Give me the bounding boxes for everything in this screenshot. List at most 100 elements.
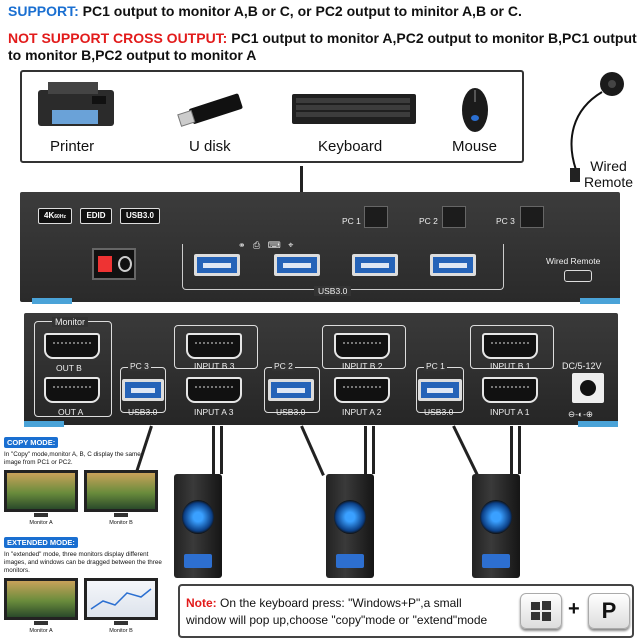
- ext-monitor-b: [84, 578, 158, 620]
- remote-port[interactable]: [564, 270, 592, 282]
- pc2-tower: [326, 474, 374, 578]
- devices-box: Printer U disk Keyboard Mouse: [20, 70, 524, 163]
- ext-monitor-a: [4, 578, 78, 620]
- rear-pc1-label: PC 1: [424, 361, 447, 371]
- pc3-usb-port[interactable]: [122, 379, 164, 401]
- cable-pc1-usb: [452, 425, 479, 476]
- p-key: P: [588, 593, 630, 629]
- copy-monitor-b-label: Monitor B: [109, 520, 133, 526]
- remote-port-label: Wired Remote: [546, 256, 601, 266]
- dc-port[interactable]: [572, 373, 604, 403]
- ext-monitor-a-label: Monitor A: [29, 628, 53, 634]
- badge-4k: 4K60Hz: [38, 208, 72, 224]
- printer-icon: [38, 82, 114, 126]
- wired-remote-icon: [570, 72, 624, 182]
- kvm-rear-panel: Monitor OUT B OUT A PC 3 USB3.0 INPUT B …: [24, 313, 618, 427]
- note-box: Note: On the keyboard press: "Windows+P"…: [178, 584, 634, 638]
- ext-monitor-b-stand: [114, 621, 128, 625]
- rear-foot-left: [24, 421, 64, 427]
- copy-monitor-a: [4, 470, 78, 512]
- kvm-front-panel: 4K60Hz EDID USB3.0 PC 1 PC 2 PC 3 ⚭ ⎙ ⌨ …: [20, 192, 620, 304]
- input-a1-label: INPUT A 1: [490, 407, 530, 417]
- pc3-label: PC 3: [496, 216, 515, 226]
- dc-label: DC/5-12V: [562, 361, 602, 371]
- copy-monitor-b: [84, 470, 158, 512]
- rear-pc3-label: PC 3: [128, 361, 151, 371]
- out-b-port[interactable]: [44, 333, 100, 359]
- power-off-icon: [118, 256, 132, 272]
- printer-label: Printer: [50, 138, 95, 155]
- not-support-text: PC1 output to monitor A,PC2 output to mo…: [8, 30, 637, 63]
- support-text: PC1 output to monitor A,B or C, or PC2 o…: [78, 3, 522, 19]
- foot-right: [580, 298, 620, 304]
- support-label: SUPPORT:: [8, 3, 79, 19]
- input-a3-label: INPUT A 3: [194, 407, 234, 417]
- extended-mode-heading: EXTENDED MODE:: [4, 537, 78, 548]
- ext-chart-icon: [90, 588, 152, 610]
- pc3-button[interactable]: [520, 206, 544, 228]
- cable-pc1-hdmi-a: [518, 426, 521, 474]
- copy-mode-heading: COPY MODE:: [4, 437, 59, 448]
- note-text: Note: On the keyboard press: "Windows+P"…: [186, 595, 487, 629]
- not-support-line: NOT SUPPORT CROSS OUTPUT: PC1 output to …: [8, 30, 638, 64]
- pc1-usb-label: USB3.0: [424, 407, 454, 417]
- pc3-usb-label: USB3.0: [128, 407, 158, 417]
- extended-mode-text: In "extended" mode, three monitors displ…: [4, 551, 162, 574]
- dc-jack-icon: [580, 380, 596, 396]
- note-line1: On the keyboard press: "Windows+P",a sma…: [216, 596, 462, 610]
- front-usb-2[interactable]: [274, 254, 320, 276]
- plus-sign: +: [568, 598, 580, 620]
- copy-monitor-a-stand: [34, 513, 48, 517]
- badge-usb: USB3.0: [120, 208, 160, 224]
- mouse-label: Mouse: [452, 138, 498, 155]
- monitor-label: Monitor: [52, 317, 89, 327]
- windows-logo-icon: [531, 601, 551, 621]
- badge-60hz-text: 60Hz: [54, 214, 66, 220]
- input-a3-port[interactable]: [186, 377, 242, 403]
- cable-pc3-hdmi-a: [220, 426, 223, 474]
- input-a2-port[interactable]: [334, 377, 390, 403]
- input-b1-bracket: [470, 325, 554, 369]
- out-a-port[interactable]: [44, 377, 100, 403]
- pc2-button[interactable]: [442, 206, 466, 228]
- cable-pc3-hdmi-b: [212, 426, 215, 474]
- input-a2-label: INPUT A 2: [342, 407, 382, 417]
- pc1-label: PC 1: [342, 216, 361, 226]
- out-b-label: OUT B: [56, 363, 82, 373]
- wired-remote-label: Wired Remote: [584, 158, 634, 190]
- badge-edid: EDID: [80, 208, 112, 224]
- input-b1-port[interactable]: [482, 333, 538, 359]
- front-usb-3[interactable]: [352, 254, 398, 276]
- input-a1-port[interactable]: [482, 377, 538, 403]
- out-a-label: OUT A: [58, 407, 84, 417]
- foot-left: [32, 298, 72, 304]
- power-switch-rocker: [98, 256, 112, 272]
- pc2-usb-port[interactable]: [268, 379, 314, 401]
- input-b2-bracket: [322, 325, 406, 369]
- input-b3-port[interactable]: [186, 333, 242, 359]
- power-switch[interactable]: [92, 248, 136, 280]
- cable-pc1-hdmi-b: [510, 426, 513, 474]
- pc2-label: PC 2: [419, 216, 438, 226]
- keyboard-icon: [292, 94, 416, 124]
- front-usb-4[interactable]: [430, 254, 476, 276]
- ext-monitor-b-label: Monitor B: [109, 628, 133, 634]
- rear-pc2-label: PC 2: [272, 361, 295, 371]
- polarity-icon: ⊖-◐-⊕: [568, 409, 594, 419]
- front-usb-1[interactable]: [194, 254, 240, 276]
- pc1-usb-port[interactable]: [418, 379, 462, 401]
- rear-foot-right: [578, 421, 618, 427]
- pc3-tower: [174, 474, 222, 578]
- usb-device-icons: ⚭ ⎙ ⌨ ⌖: [238, 240, 294, 250]
- copy-monitor-b-stand: [114, 513, 128, 517]
- pc1-button[interactable]: [364, 206, 388, 228]
- pc1-tower: [472, 474, 520, 578]
- not-support-label: NOT SUPPORT CROSS OUTPUT:: [8, 30, 228, 46]
- input-b3-bracket: [174, 325, 258, 369]
- input-b1-label: INPUT B 1: [490, 361, 531, 371]
- udisk-label: U disk: [189, 138, 231, 155]
- windows-key-icon: [520, 593, 562, 629]
- front-usb-label: USB3.0: [314, 286, 352, 296]
- device-cable: [300, 166, 303, 206]
- input-b2-port[interactable]: [334, 333, 390, 359]
